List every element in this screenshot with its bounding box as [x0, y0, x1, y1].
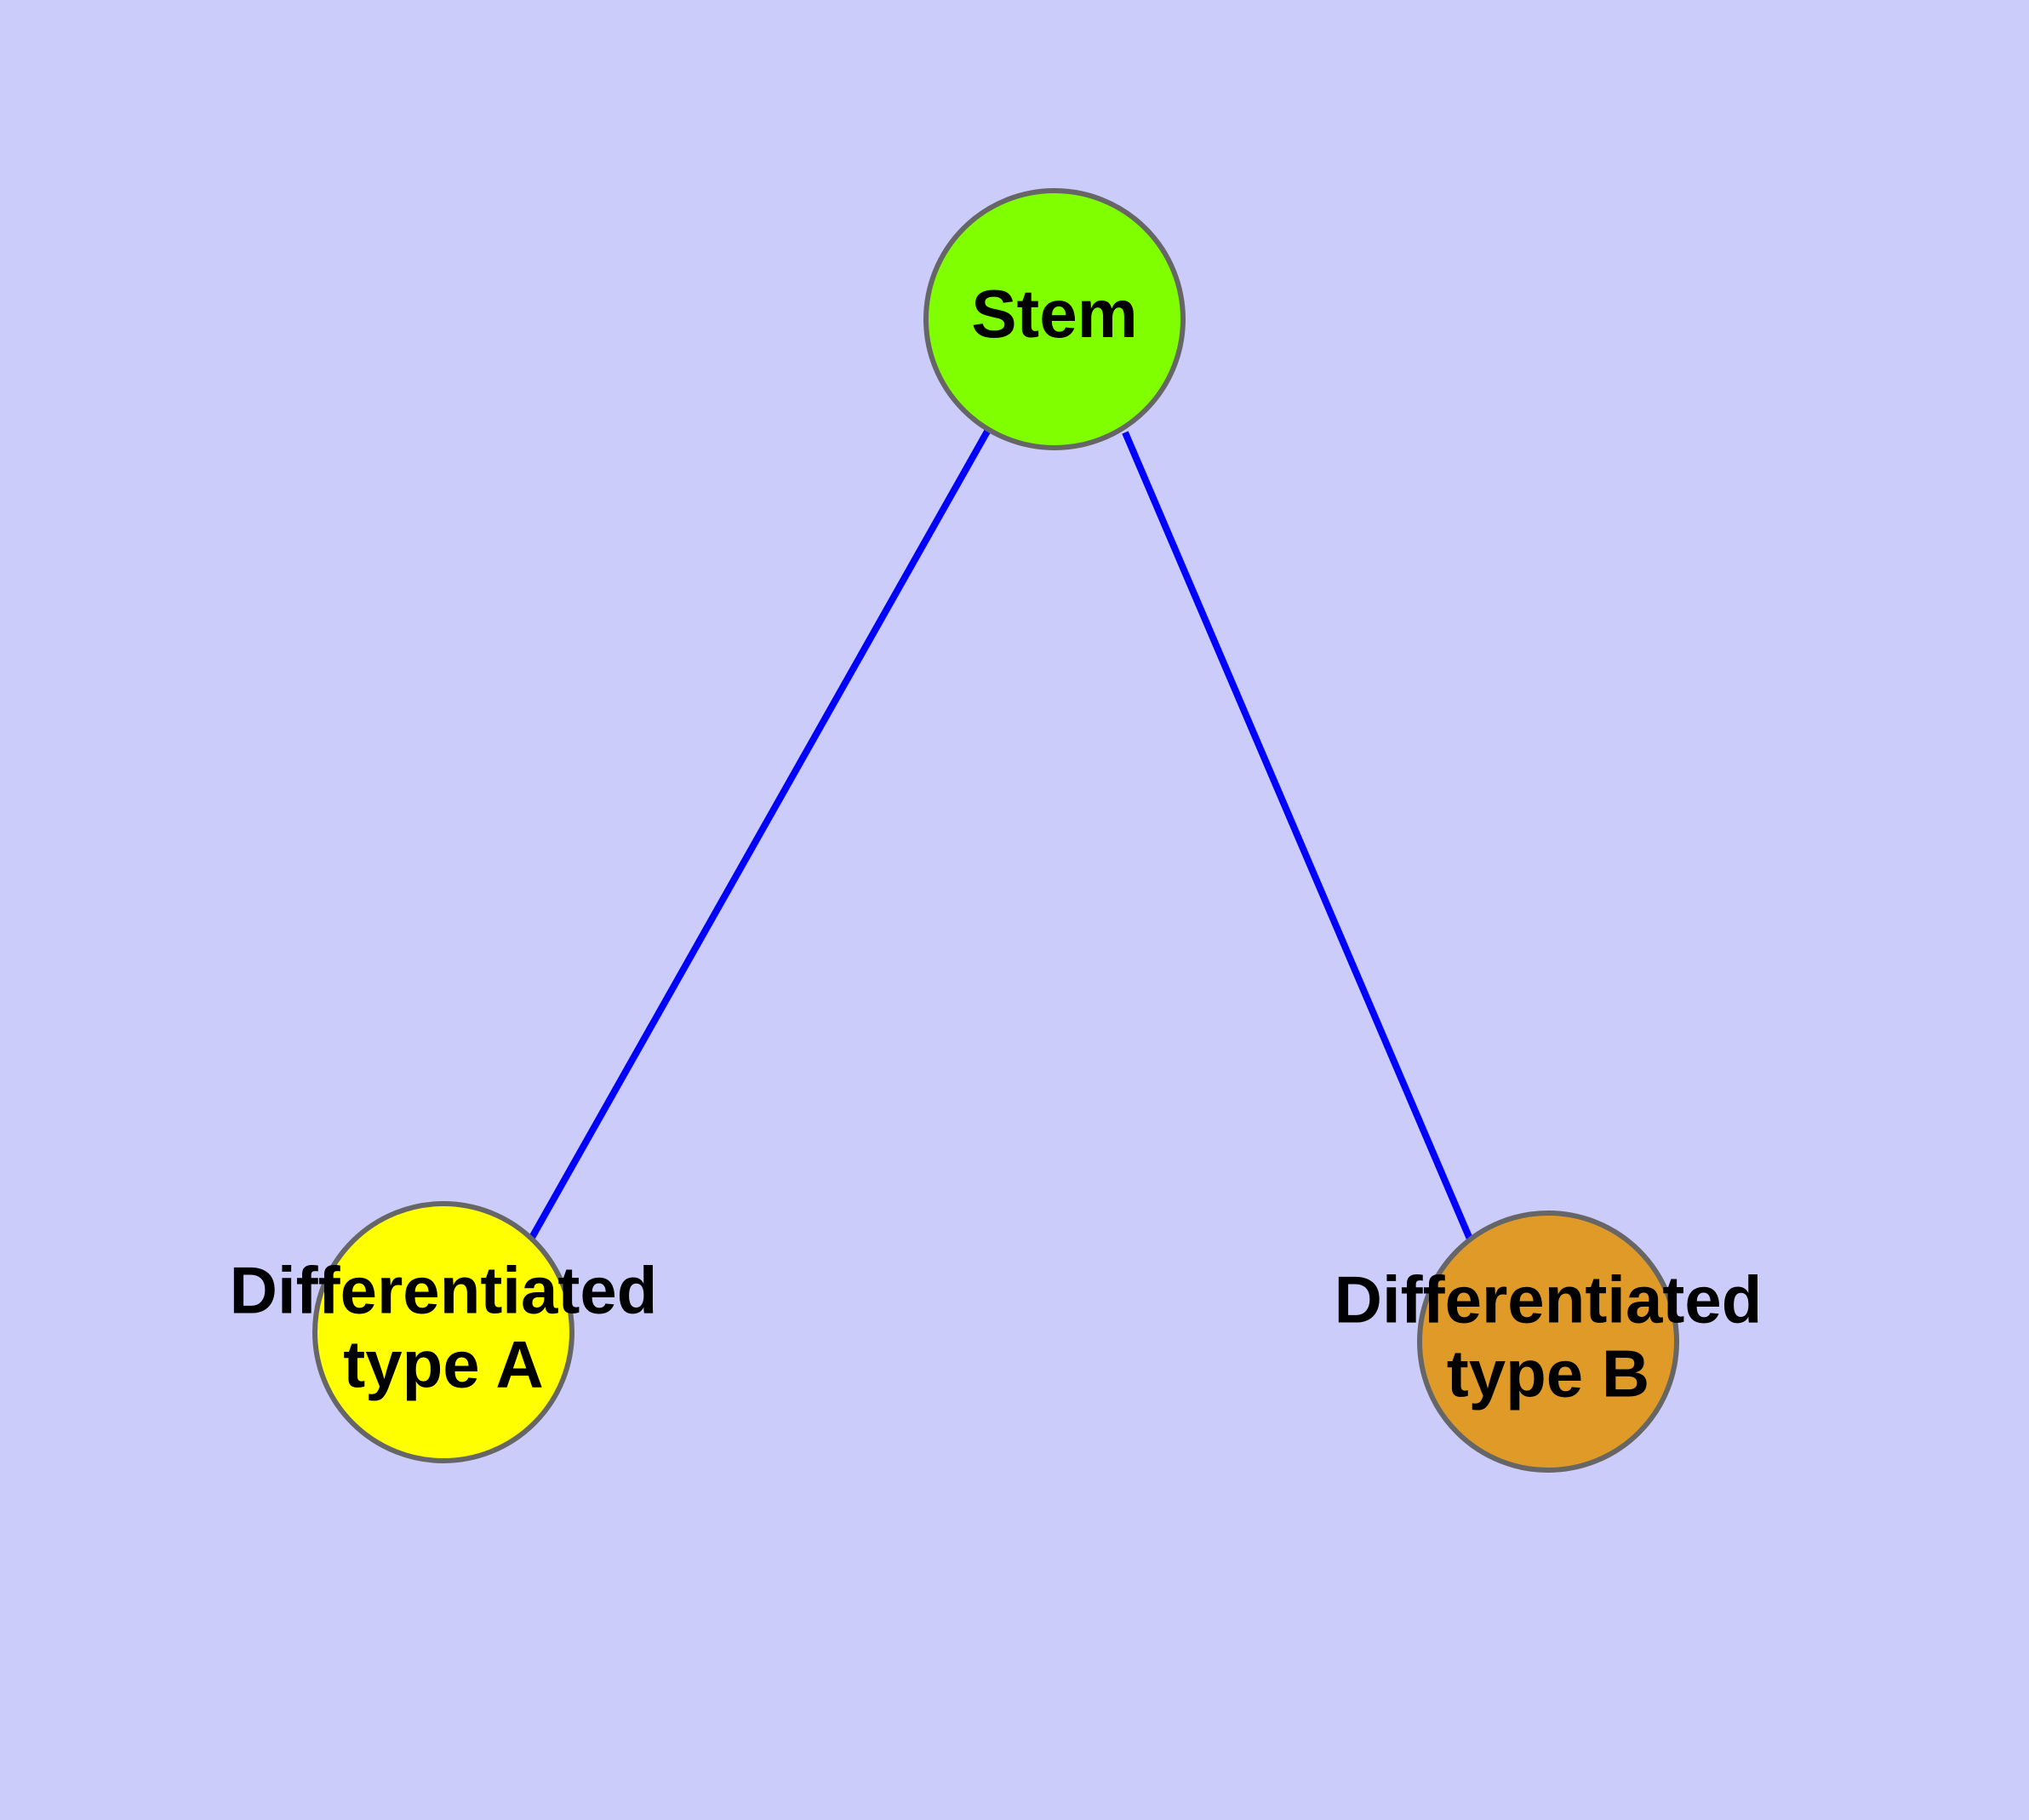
edge-layer — [526, 428, 1477, 1251]
graph-node-label-line: Differentiated — [230, 1252, 658, 1327]
graph-node-stem[interactable] — [923, 188, 1186, 450]
node-layer — [312, 188, 1679, 1473]
graph-node-label-stem: Stem — [971, 276, 1138, 352]
graph-node-label-line: type B — [1447, 1336, 1649, 1411]
graph-node-label-line: type A — [343, 1326, 544, 1401]
graph-node-label-line: Stem — [971, 276, 1138, 352]
graph-edge-stem-to-diff_b[interactable] — [1122, 431, 1477, 1251]
graph-node-diff_a[interactable] — [312, 1201, 574, 1463]
graph-node-label-line: Differentiated — [1335, 1262, 1763, 1336]
graph-node-diff_b[interactable] — [1417, 1210, 1679, 1473]
graph-edge-stem-to-diff_a[interactable] — [526, 428, 992, 1244]
